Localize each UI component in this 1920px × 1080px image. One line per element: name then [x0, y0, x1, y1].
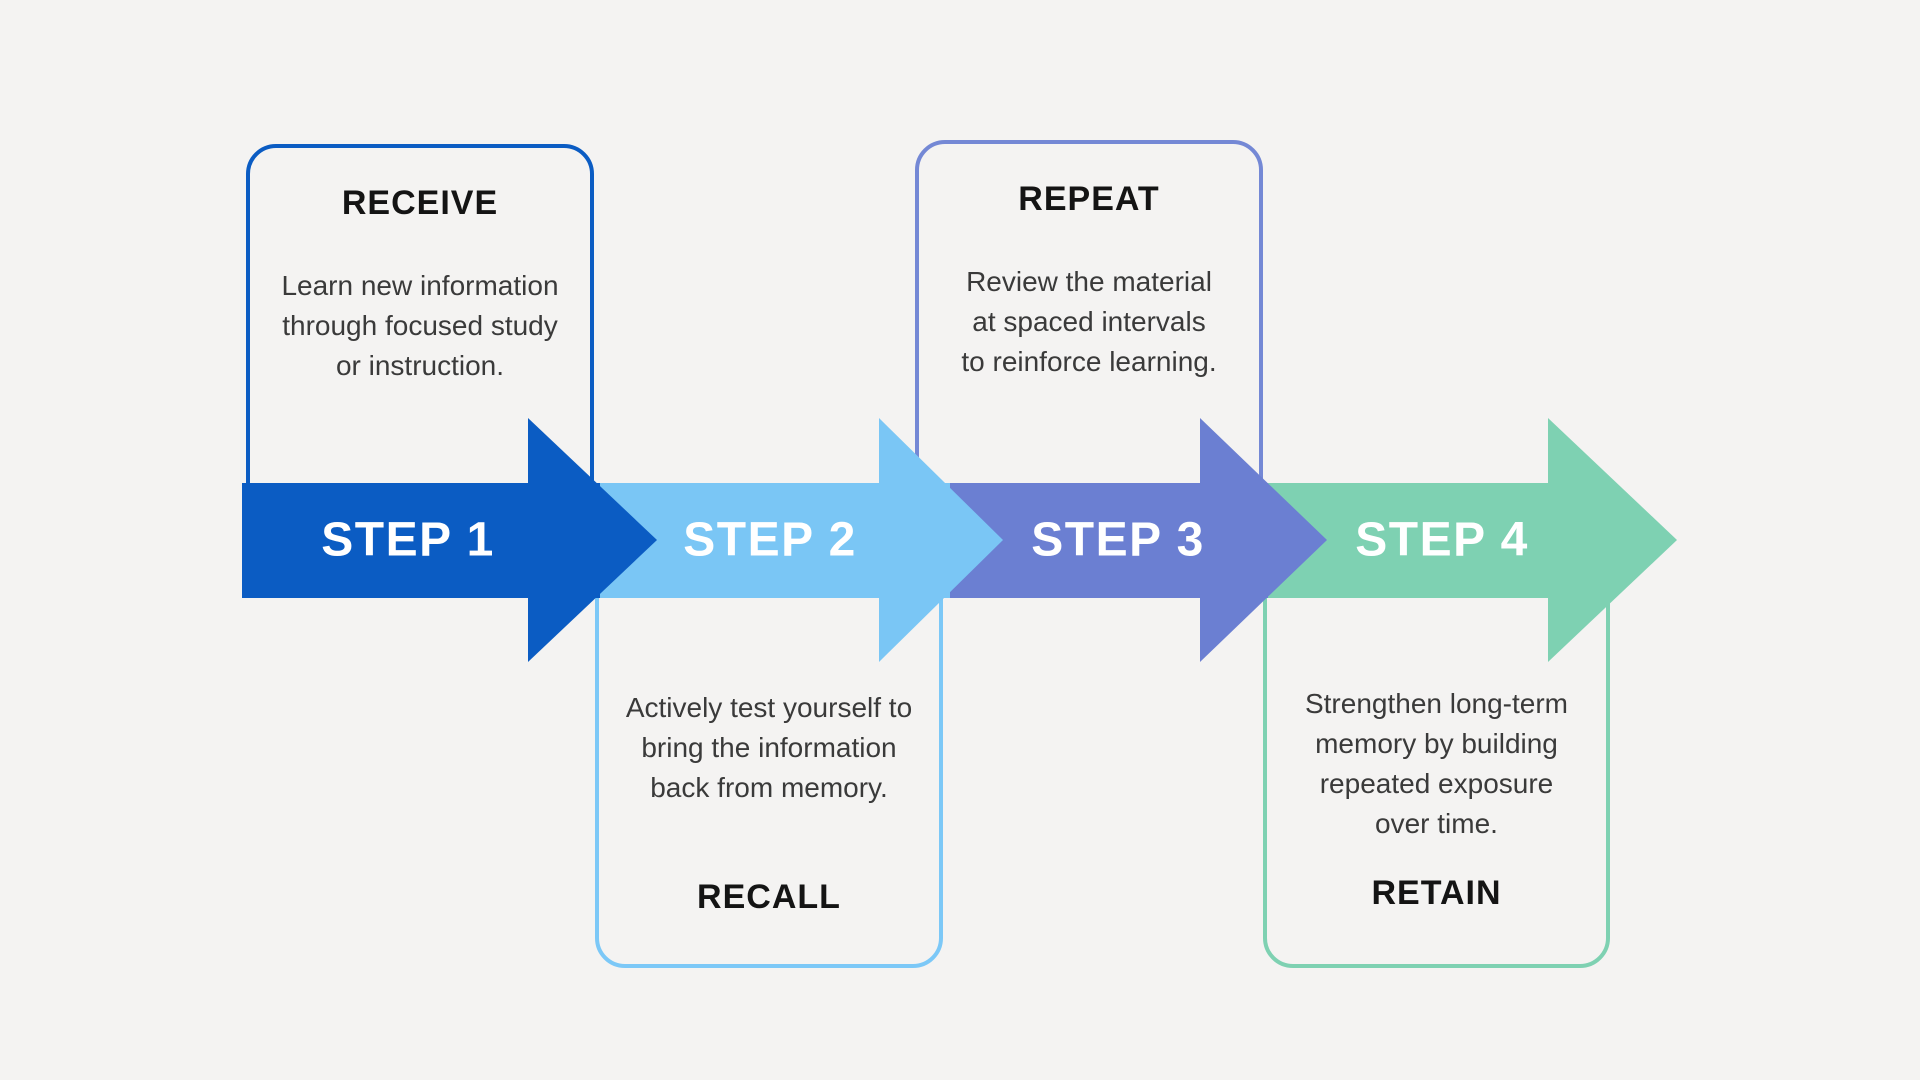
card-recall-description: Actively test yourself to bring the info… — [625, 692, 913, 803]
card-recall-title: RECALL — [697, 878, 841, 916]
card-recall: Actively test yourself to bring the info… — [595, 534, 943, 968]
card-receive: RECEIVE Learn new information through fo… — [246, 144, 594, 554]
card-retain: Strengthen long-term memory by building … — [1263, 530, 1610, 968]
card-repeat: REPEAT Review the material at spaced int… — [915, 140, 1263, 552]
card-retain-description: Strengthen long-term memory by building … — [1304, 688, 1569, 839]
card-repeat-description: Review the material at spaced intervals … — [961, 266, 1217, 377]
card-repeat-title: REPEAT — [1018, 180, 1160, 218]
card-receive-description: Learn new information through focused st… — [281, 270, 559, 381]
card-retain-title: RETAIN — [1371, 874, 1502, 912]
card-receive-title: RECEIVE — [341, 184, 499, 222]
